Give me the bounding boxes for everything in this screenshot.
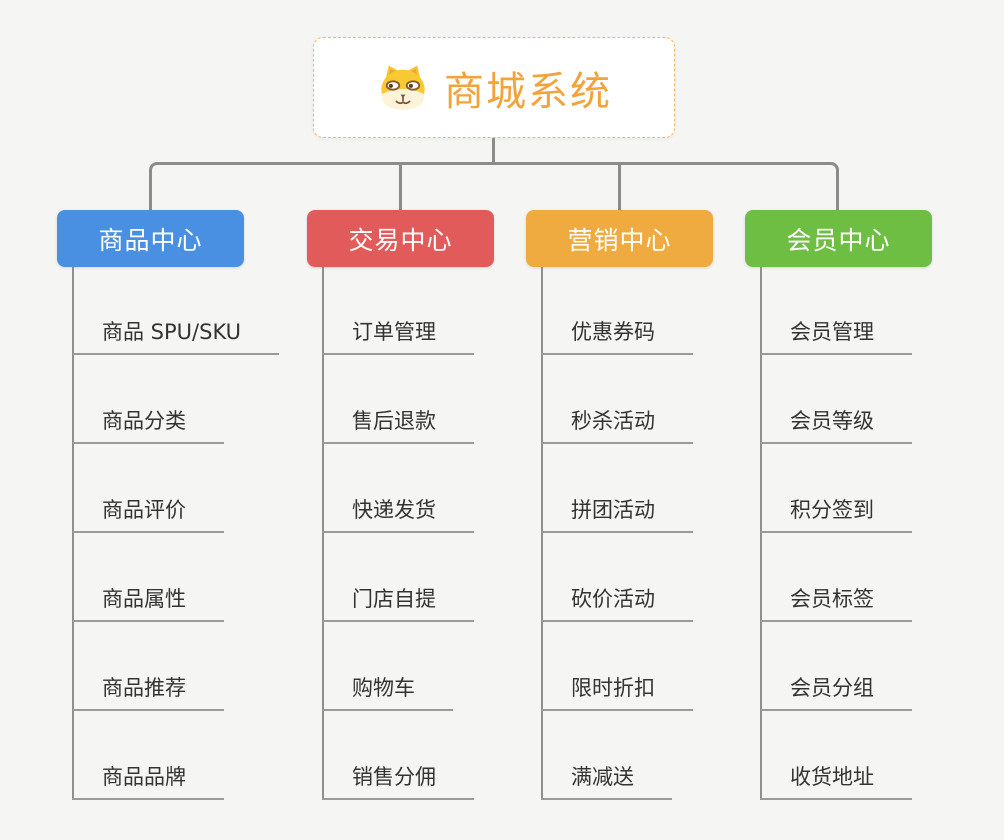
- connector-bracket-left: [149, 162, 494, 210]
- child-node-bargain-activity[interactable]: 砍价活动: [541, 586, 693, 622]
- connector-bracket-right: [494, 162, 839, 210]
- child-node-express-delivery[interactable]: 快递发货: [322, 497, 474, 533]
- child-node-shipping-address[interactable]: 收货地址: [760, 764, 912, 800]
- child-node-product-attribute[interactable]: 商品属性: [72, 586, 224, 622]
- child-node-store-pickup[interactable]: 门店自提: [322, 586, 474, 622]
- child-node-member-management[interactable]: 会员管理: [760, 319, 912, 355]
- child-node-sales-commission[interactable]: 销售分佣: [322, 764, 474, 800]
- branch-children-trade: 订单管理 售后退款 快递发货 门店自提 购物车 销售分佣: [322, 319, 474, 800]
- child-node-limited-time-discount[interactable]: 限时折扣: [541, 675, 693, 711]
- branch-children-marketing: 优惠券码 秒杀活动 拼团活动 砍价活动 限时折扣 满减送: [541, 319, 693, 800]
- branch-children-member: 会员管理 会员等级 积分签到 会员标签 会员分组 收货地址: [760, 319, 912, 800]
- connector-drop-branch-2: [399, 164, 402, 210]
- child-node-product-brand[interactable]: 商品品牌: [72, 764, 224, 800]
- child-node-flash-sale[interactable]: 秒杀活动: [541, 408, 693, 444]
- root-title: 商城系统: [444, 68, 612, 115]
- child-node-shopping-cart[interactable]: 购物车: [322, 675, 453, 711]
- child-node-coupon-code[interactable]: 优惠券码: [541, 319, 693, 355]
- connector-column-spine-1: [72, 267, 74, 800]
- child-node-order-management[interactable]: 订单管理: [322, 319, 474, 355]
- child-node-aftersale-refund[interactable]: 售后退款: [322, 408, 474, 444]
- child-node-product-category[interactable]: 商品分类: [72, 408, 224, 444]
- connector-column-spine-4: [760, 267, 762, 800]
- branch-node-marketing-center[interactable]: 营销中心: [526, 210, 713, 267]
- branch-node-member-center[interactable]: 会员中心: [745, 210, 932, 267]
- branch-node-product-center[interactable]: 商品中心: [57, 210, 244, 267]
- child-node-product-recommend[interactable]: 商品推荐: [72, 675, 224, 711]
- connector-root-stem: [492, 138, 495, 163]
- child-node-full-reduction[interactable]: 满减送: [541, 764, 672, 800]
- connector-column-spine-3: [541, 267, 543, 800]
- connector-drop-branch-3: [618, 164, 621, 210]
- branch-node-trade-center[interactable]: 交易中心: [307, 210, 494, 267]
- branch-children-product: 商品 SPU/SKU 商品分类 商品评价 商品属性 商品推荐 商品品牌: [72, 319, 280, 800]
- child-node-member-level[interactable]: 会员等级: [760, 408, 912, 444]
- root-node-mall-system[interactable]: 商城系统: [313, 37, 675, 138]
- shiba-dog-icon: [381, 65, 425, 110]
- child-node-points-checkin[interactable]: 积分签到: [760, 497, 912, 533]
- child-node-member-tag[interactable]: 会员标签: [760, 586, 912, 622]
- child-node-member-group[interactable]: 会员分组: [760, 675, 912, 711]
- connector-column-spine-2: [322, 267, 324, 800]
- child-node-product-spu-sku[interactable]: 商品 SPU/SKU: [72, 319, 280, 355]
- child-node-group-buy[interactable]: 拼团活动: [541, 497, 693, 533]
- child-node-product-review[interactable]: 商品评价: [72, 497, 224, 533]
